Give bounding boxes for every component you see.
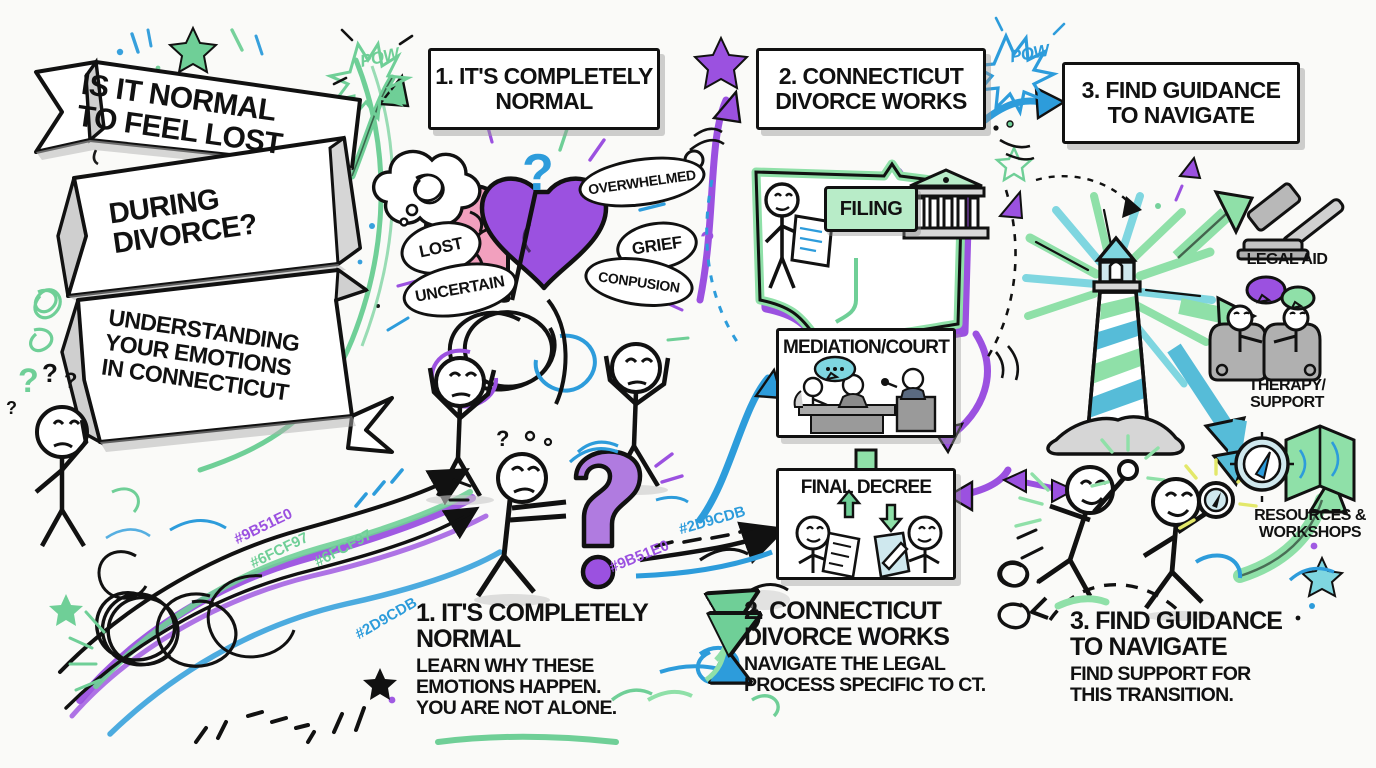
big-question-mark-purple: ? (496, 426, 689, 590)
header-label-step-3: 3. FIND GUIDANCE TO NAVIGATE (1081, 77, 1281, 128)
star-decoration-purple (692, 35, 750, 90)
resource-label-resources-workshops: RESOURCES & WORKSHOPS (1254, 507, 1366, 541)
emotion-bubble-uncertain-label: UNCERTAIN (413, 273, 506, 306)
filing-label-box: FILING (824, 186, 918, 232)
lighthouse-icon (1046, 235, 1185, 456)
star-decoration-small-green (994, 145, 1034, 183)
svg-text:?: ? (6, 398, 17, 418)
arrow-purple-bidirectional (1001, 468, 1077, 504)
svg-text:?: ? (64, 368, 77, 393)
header-box-step-3[interactable]: 3. FIND GUIDANCE TO NAVIGATE (1062, 62, 1300, 144)
two-people-talking-icon (1208, 275, 1322, 382)
palette-annotation-2: #6FCF97 (311, 526, 375, 571)
emotion-bubble-lost-label: LOST (417, 233, 465, 262)
svg-text:?: ? (522, 144, 554, 202)
final-decree-scene-icon (795, 489, 943, 579)
header-label-step-2: 2. CONNECTICUT DIVORCE WORKS (775, 63, 967, 114)
palette-annotation-4: #2D9CDB (676, 502, 748, 539)
star-decoration-bottom-left (49, 594, 83, 626)
caption-step-1-title: 1. IT'S COMPLETELY NORMAL (416, 599, 649, 653)
green-underline-not-alone (435, 733, 619, 745)
pow-burst-label-green: POW (358, 44, 401, 71)
header-label-step-1: 1. IT'S COMPLETELY NORMAL (435, 63, 653, 114)
gavel-icon (1236, 182, 1345, 261)
stressed-stick-figure-b (603, 342, 671, 495)
svg-text:?: ? (700, 227, 715, 254)
caption-step-2-title: 2. CONNECTICUT DIVORCE WORKS (744, 597, 950, 651)
star-decoration-teal (1299, 555, 1345, 598)
caption-step-2: 2. CONNECTICUT DIVORCE WORKS NAVIGATE TH… (744, 598, 1054, 696)
leaping-stick-figure (1014, 434, 1166, 598)
caption-step-3-title: 3. FIND GUIDANCE TO NAVIGATE (1070, 607, 1283, 661)
process-box-final-decree[interactable]: FINAL DECREE (776, 468, 956, 580)
arrow-green-to-step1 (348, 73, 410, 180)
arrow-purple-step1-to-step2 (683, 89, 742, 304)
caption-step-1-subtitle: LEARN WHY THESE EMOTIONS HAPPEN. YOU ARE… (416, 655, 617, 720)
burst-lines-bottom-left (68, 610, 106, 692)
svg-text:?: ? (18, 362, 39, 400)
title-banner-3-text: UNDERSTANDING YOUR EMOTIONS IN CONNECTIC… (100, 303, 302, 406)
emotion-bubble-overwhelmed-label: OVERWHELMED (587, 166, 697, 198)
emotion-bubble-confusion-label: CONPUSION (597, 268, 681, 296)
palette-annotation-5: #9B51E0 (607, 536, 672, 577)
svg-text:?: ? (496, 426, 509, 451)
emotion-bubble-grief-label: GRIEF (630, 232, 684, 259)
header-box-step-1[interactable]: 1. IT'S COMPLETELY NORMAL (428, 48, 660, 130)
scribble-cloud-thought (371, 149, 482, 228)
green-curl-left (29, 288, 62, 353)
process-box-mediation-court[interactable]: MEDIATION/COURT (776, 328, 956, 438)
title-banner-2-text: DURING DIVORCE? (106, 183, 260, 261)
pow-burst-label-blue: POW (1008, 40, 1051, 67)
dotted-arc-column3 (1035, 155, 1202, 218)
caption-step-3-subtitle: FIND SUPPORT FOR THIS TRANSITION. (1070, 663, 1251, 707)
arrow-green-to-therapy (1178, 295, 1258, 337)
confused-stick-figure-left: ? ? ? ? (6, 358, 89, 548)
header-box-step-2[interactable]: 2. CONNECTICUT DIVORCE WORKS (756, 48, 986, 130)
caption-step-3: 3. FIND GUIDANCE TO NAVIGATE FIND SUPPOR… (1070, 608, 1370, 706)
mediation-scene-icon (793, 355, 937, 434)
star-decoration-black (363, 668, 397, 700)
resource-label-legal-aid: LEGAL AID (1246, 251, 1328, 268)
svg-text:?: ? (42, 358, 58, 388)
arrow-teal-down-right (1211, 418, 1251, 488)
filing-label-text: FILING (839, 197, 903, 220)
star-decoration-green (167, 25, 219, 74)
palette-annotation-3: #2D9CDB (352, 594, 421, 643)
arrow-blue-left-into-mediation (696, 367, 784, 524)
question-mark-blue: ? (522, 144, 554, 202)
person-with-document-icon (764, 182, 834, 289)
stressed-stick-figure-a (426, 356, 497, 505)
emotion-bubble-overwhelmed: OVERWHELMED (575, 149, 709, 215)
lighthouse-rays (1022, 192, 1216, 388)
pushing-stick-figure (448, 452, 567, 606)
resource-label-therapy-support: THERAPY/ SUPPORT (1248, 377, 1326, 411)
process-label-final-decree: FINAL DECREE (800, 477, 932, 498)
caption-step-1: 1. IT'S COMPLETELY NORMAL LEARN WHY THES… (416, 600, 716, 719)
arrow-green-to-legal-aid (1172, 190, 1255, 264)
title-banner-1-text: IS IT NORMAL TO FEEL LOST (74, 67, 285, 161)
arrow-blue-step2-to-step3 (981, 85, 1067, 161)
filing-connector-line (834, 258, 858, 324)
compass-map-icon (1230, 424, 1356, 503)
caption-step-2-subtitle: NAVIGATE THE LEGAL PROCESS SPECIFIC TO C… (744, 653, 986, 697)
process-label-mediation-court: MEDIATION/COURT (782, 337, 950, 358)
